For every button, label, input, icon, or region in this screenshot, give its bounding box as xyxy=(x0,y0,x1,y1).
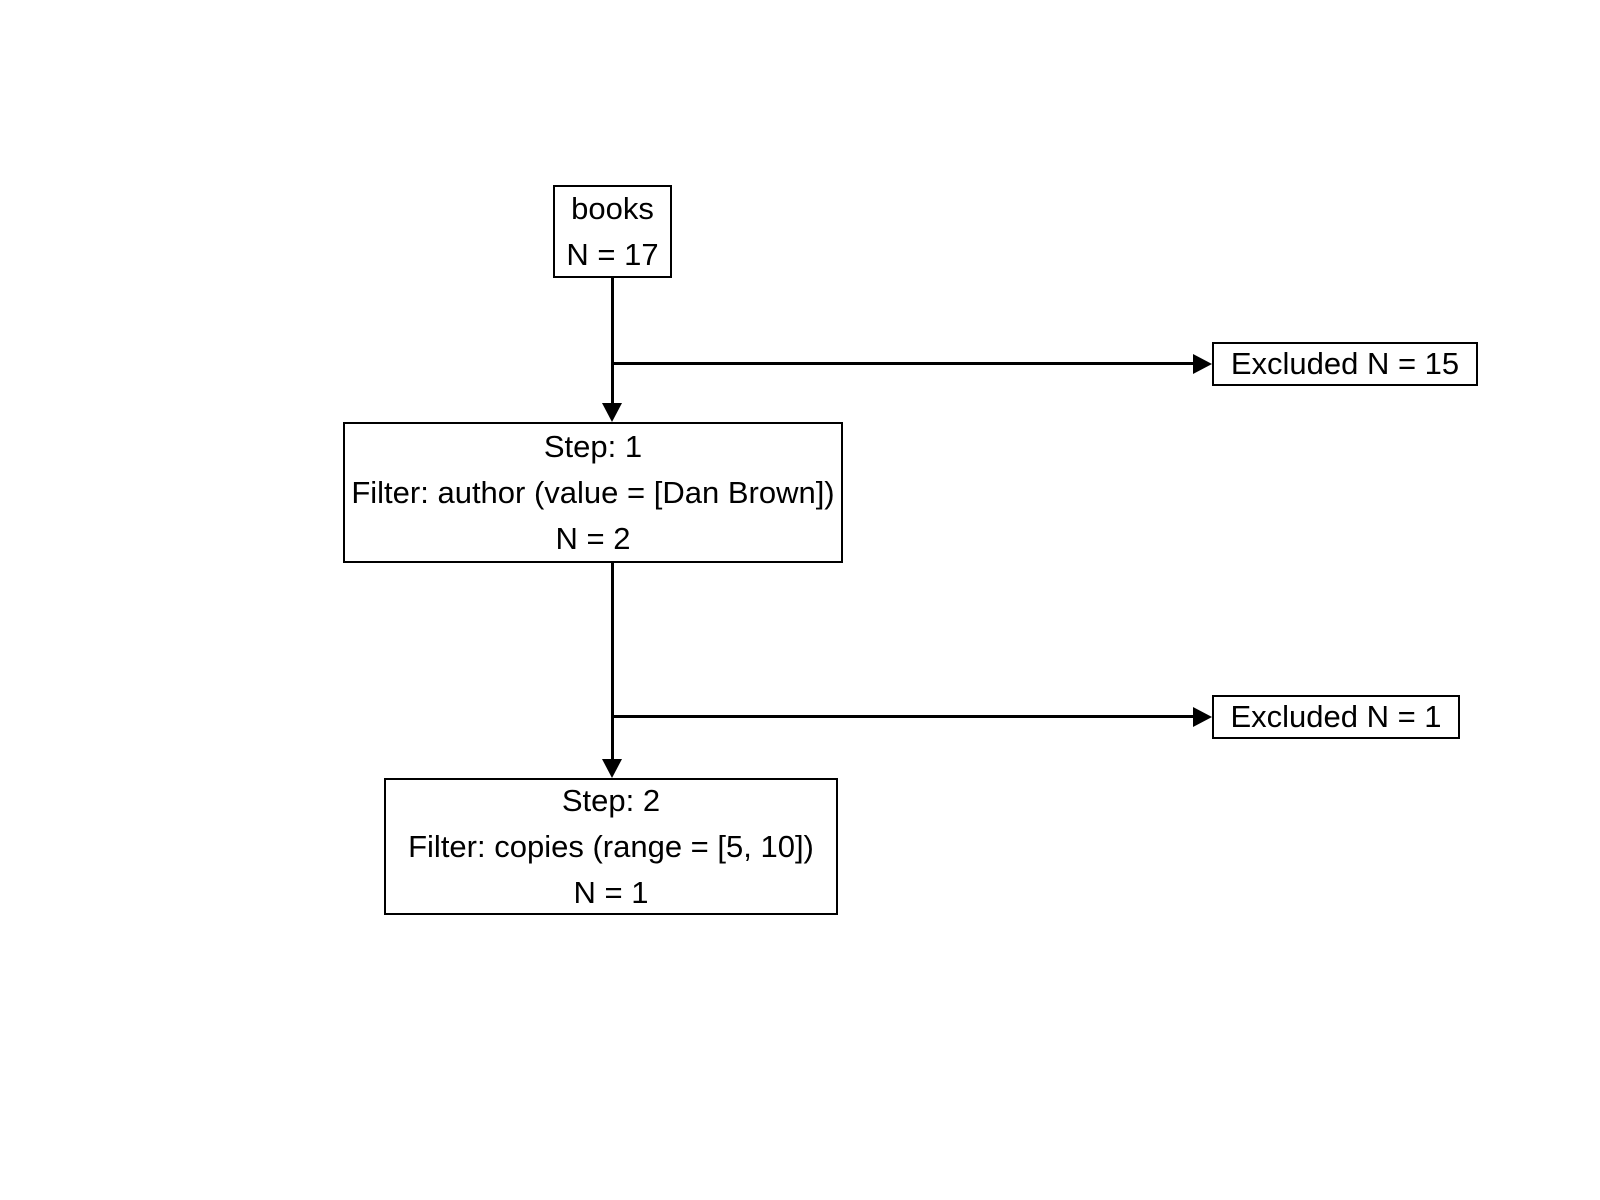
excluded-1-node: Excluded N = 15 xyxy=(1212,342,1478,386)
step-2-title: Step: 2 xyxy=(561,782,661,818)
source-node: books N = 17 xyxy=(553,185,672,278)
arrowhead-right-icon xyxy=(1193,354,1212,374)
arrowhead-down-icon xyxy=(602,759,622,778)
arrowhead-right-icon xyxy=(1193,707,1212,727)
source-label: books xyxy=(571,190,654,226)
step-2-node: Step: 2 Filter: copies (range = [5, 10])… xyxy=(384,778,838,915)
arrowhead-down-icon xyxy=(602,403,622,422)
step-2-count: N = 1 xyxy=(573,874,649,910)
excluded-2-label: Excluded N = 1 xyxy=(1230,699,1442,734)
step-1-title: Step: 1 xyxy=(543,428,643,464)
source-count: N = 17 xyxy=(566,236,659,272)
connector-step-1-to-step-2 xyxy=(611,562,614,762)
step-2-filter: Filter: copies (range = [5, 10]) xyxy=(408,828,814,864)
excluded-1-label: Excluded N = 15 xyxy=(1230,346,1460,381)
step-1-node: Step: 1 Filter: author (value = [Dan Bro… xyxy=(343,422,843,563)
step-1-filter: Filter: author (value = [Dan Brown]) xyxy=(351,474,835,510)
connector-to-excluded-1 xyxy=(611,362,1196,365)
connector-to-excluded-2 xyxy=(611,715,1196,718)
excluded-2-node: Excluded N = 1 xyxy=(1212,695,1460,739)
step-1-count: N = 2 xyxy=(555,520,631,556)
connector-source-to-step-1 xyxy=(611,277,614,407)
